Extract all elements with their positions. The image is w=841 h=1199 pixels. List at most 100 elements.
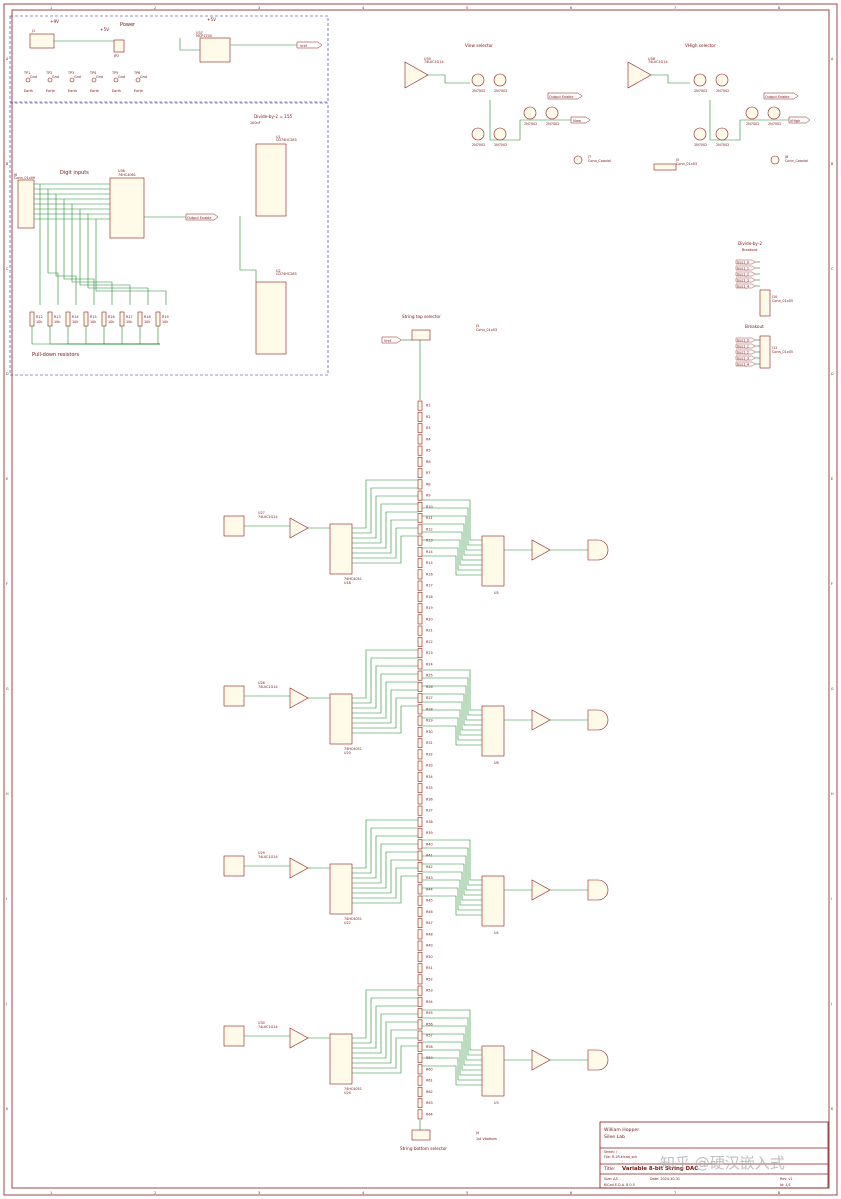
mux-ladder-wire (352, 479, 418, 529)
test-point-earth: Earth (68, 89, 77, 93)
channel-mux (329, 693, 353, 745)
ladder-resistor-ref: R41 (426, 854, 433, 858)
sheet-border (3, 3, 838, 1196)
border-letter-left: B (6, 162, 9, 166)
test-points: TP1GndEarthTP2GndEarthTP3GndEarthTP4GndE… (23, 71, 147, 93)
channel-and-gate (587, 709, 609, 731)
string-vref-text: Vref (384, 339, 392, 343)
ladder-resistor-ref: R12 (426, 527, 433, 531)
tb-size: Size: A3 (604, 1177, 618, 1181)
border-letter-left: A (6, 57, 9, 61)
border-number-bottom: 6 (570, 1191, 572, 1195)
vhigh-opamp-ref: U38 (648, 57, 655, 61)
breakout-netlabel (735, 277, 756, 283)
view-oe-text: Output Enable (549, 95, 573, 99)
ladder-resistor (417, 963, 423, 974)
digit-connector-part: Conn_01x09 (14, 176, 35, 180)
divide-breakout-title: Divide-by-2 (738, 241, 762, 246)
ladder-resistor-ref: R13 (426, 539, 433, 543)
ladder-resistor (417, 1041, 423, 1052)
pulldown-gnd-wire (157, 326, 160, 345)
vref-net-text: Vref (300, 44, 308, 48)
ladder-resistor (417, 918, 423, 929)
ladder-resistor (417, 490, 423, 501)
pulldown-wire (55, 194, 77, 305)
ladder-resistor-ref: R38 (426, 820, 433, 824)
ladder-resistor-ref: R8 (426, 482, 431, 486)
ladder-resistor (417, 681, 423, 692)
jack-ref: J1 (31, 29, 35, 33)
mux-ladder-wire (352, 819, 418, 869)
ladder-resistor-ref: R60 (426, 1067, 433, 1071)
breakout-net-text: bus1_2 (737, 273, 749, 277)
pulldown-value: 10k (54, 320, 60, 324)
pulldown-value: 10k (144, 320, 150, 324)
divide-cap: 100nF (250, 121, 261, 125)
mux-ladder-wire (352, 487, 418, 534)
mux-ladder-wire (352, 1029, 418, 1064)
pulldown-gnd-wire (139, 326, 160, 345)
pulldown-value: 10k (90, 320, 96, 324)
mux-ladder-wire (352, 827, 418, 874)
string-top-title: String top selector (402, 314, 441, 319)
ladder-resistor (417, 569, 423, 580)
mux-ladder-wire (352, 503, 418, 544)
vhigh-wire-1 (651, 74, 690, 84)
ladder-resistor (417, 468, 423, 479)
channel-mux-part: 74HC4051 (344, 747, 362, 751)
border-letter-right: C (831, 267, 834, 271)
border-number-top: 1 (50, 6, 52, 10)
ladder-resistor-ref: R7 (426, 471, 431, 475)
ladder-resistor (417, 1098, 423, 1109)
border-letter-left: C (6, 267, 9, 271)
border-number-bottom: 5 (466, 1191, 468, 1195)
border-letter-right: K (831, 1107, 834, 1111)
ladder-resistor-ref: R3 (426, 426, 431, 430)
pulldown-gnd-wire (31, 326, 160, 345)
ladder-resistor (417, 659, 423, 670)
ladder-resistor-ref: R54 (426, 1000, 433, 1004)
tb-rev: Rev: v1 (780, 1177, 793, 1181)
ladder-right-wire (422, 531, 482, 561)
border-number-bottom: 8 (778, 1191, 780, 1195)
dac-channels: U2774LVC1G1474HC4051U18U5U2874LVC1G1474H… (223, 479, 609, 1105)
pulldown-ref: R18 (144, 315, 151, 319)
ladder-resistor (417, 974, 423, 985)
mux-ladder-wire (352, 1021, 418, 1059)
string-bottom-ref: J4 (475, 1131, 479, 1135)
view-opamp-part: 74LVC1G14 (424, 60, 444, 64)
ladder-resistor (417, 850, 423, 861)
test-point (25, 77, 31, 83)
digit-decoder (109, 177, 145, 239)
border-number-bottom: 1 (50, 1191, 52, 1195)
pulldown-ref: R19 (162, 315, 169, 319)
ladder-right-wire (422, 693, 482, 726)
breakout-net-text: bus1_1 (737, 345, 749, 349)
rail-plus9-label: +9V (50, 19, 59, 24)
border-letter-left: K (6, 1107, 9, 1111)
channel-right-ic (481, 535, 505, 587)
ladder-resistor (417, 479, 423, 490)
channel-mux-ref: U20 (344, 751, 351, 755)
decoder-part: 74HC4061 (118, 173, 136, 177)
breakout-net-text: bus1_0 (737, 339, 749, 343)
ladder-resistor-ref: R44 (426, 887, 433, 891)
channel-mux (329, 1033, 353, 1085)
ladder-resistor-ref: R30 (426, 730, 433, 734)
ladder-right-wire (422, 1065, 482, 1086)
mosfet (745, 106, 759, 120)
pulldown-resistors: R1210kR1310kR1410kR1510kR1610kR1710kR181… (29, 311, 169, 345)
pulldown-value: 10k (72, 320, 78, 324)
border-letter-left: F (6, 582, 8, 586)
channel-left-part: 74LVC1G14 (258, 855, 278, 859)
ladder-resistor-ref: R32 (426, 752, 433, 756)
breakout-net-text: bus1_0 (737, 261, 749, 265)
tb-sheet: Sheet: / (604, 1150, 618, 1154)
ladder-resistor-ref: R25 (426, 674, 433, 678)
ladder-resistor (417, 524, 423, 535)
border-letter-left: E (6, 477, 8, 481)
ladder-resistor (417, 816, 423, 827)
